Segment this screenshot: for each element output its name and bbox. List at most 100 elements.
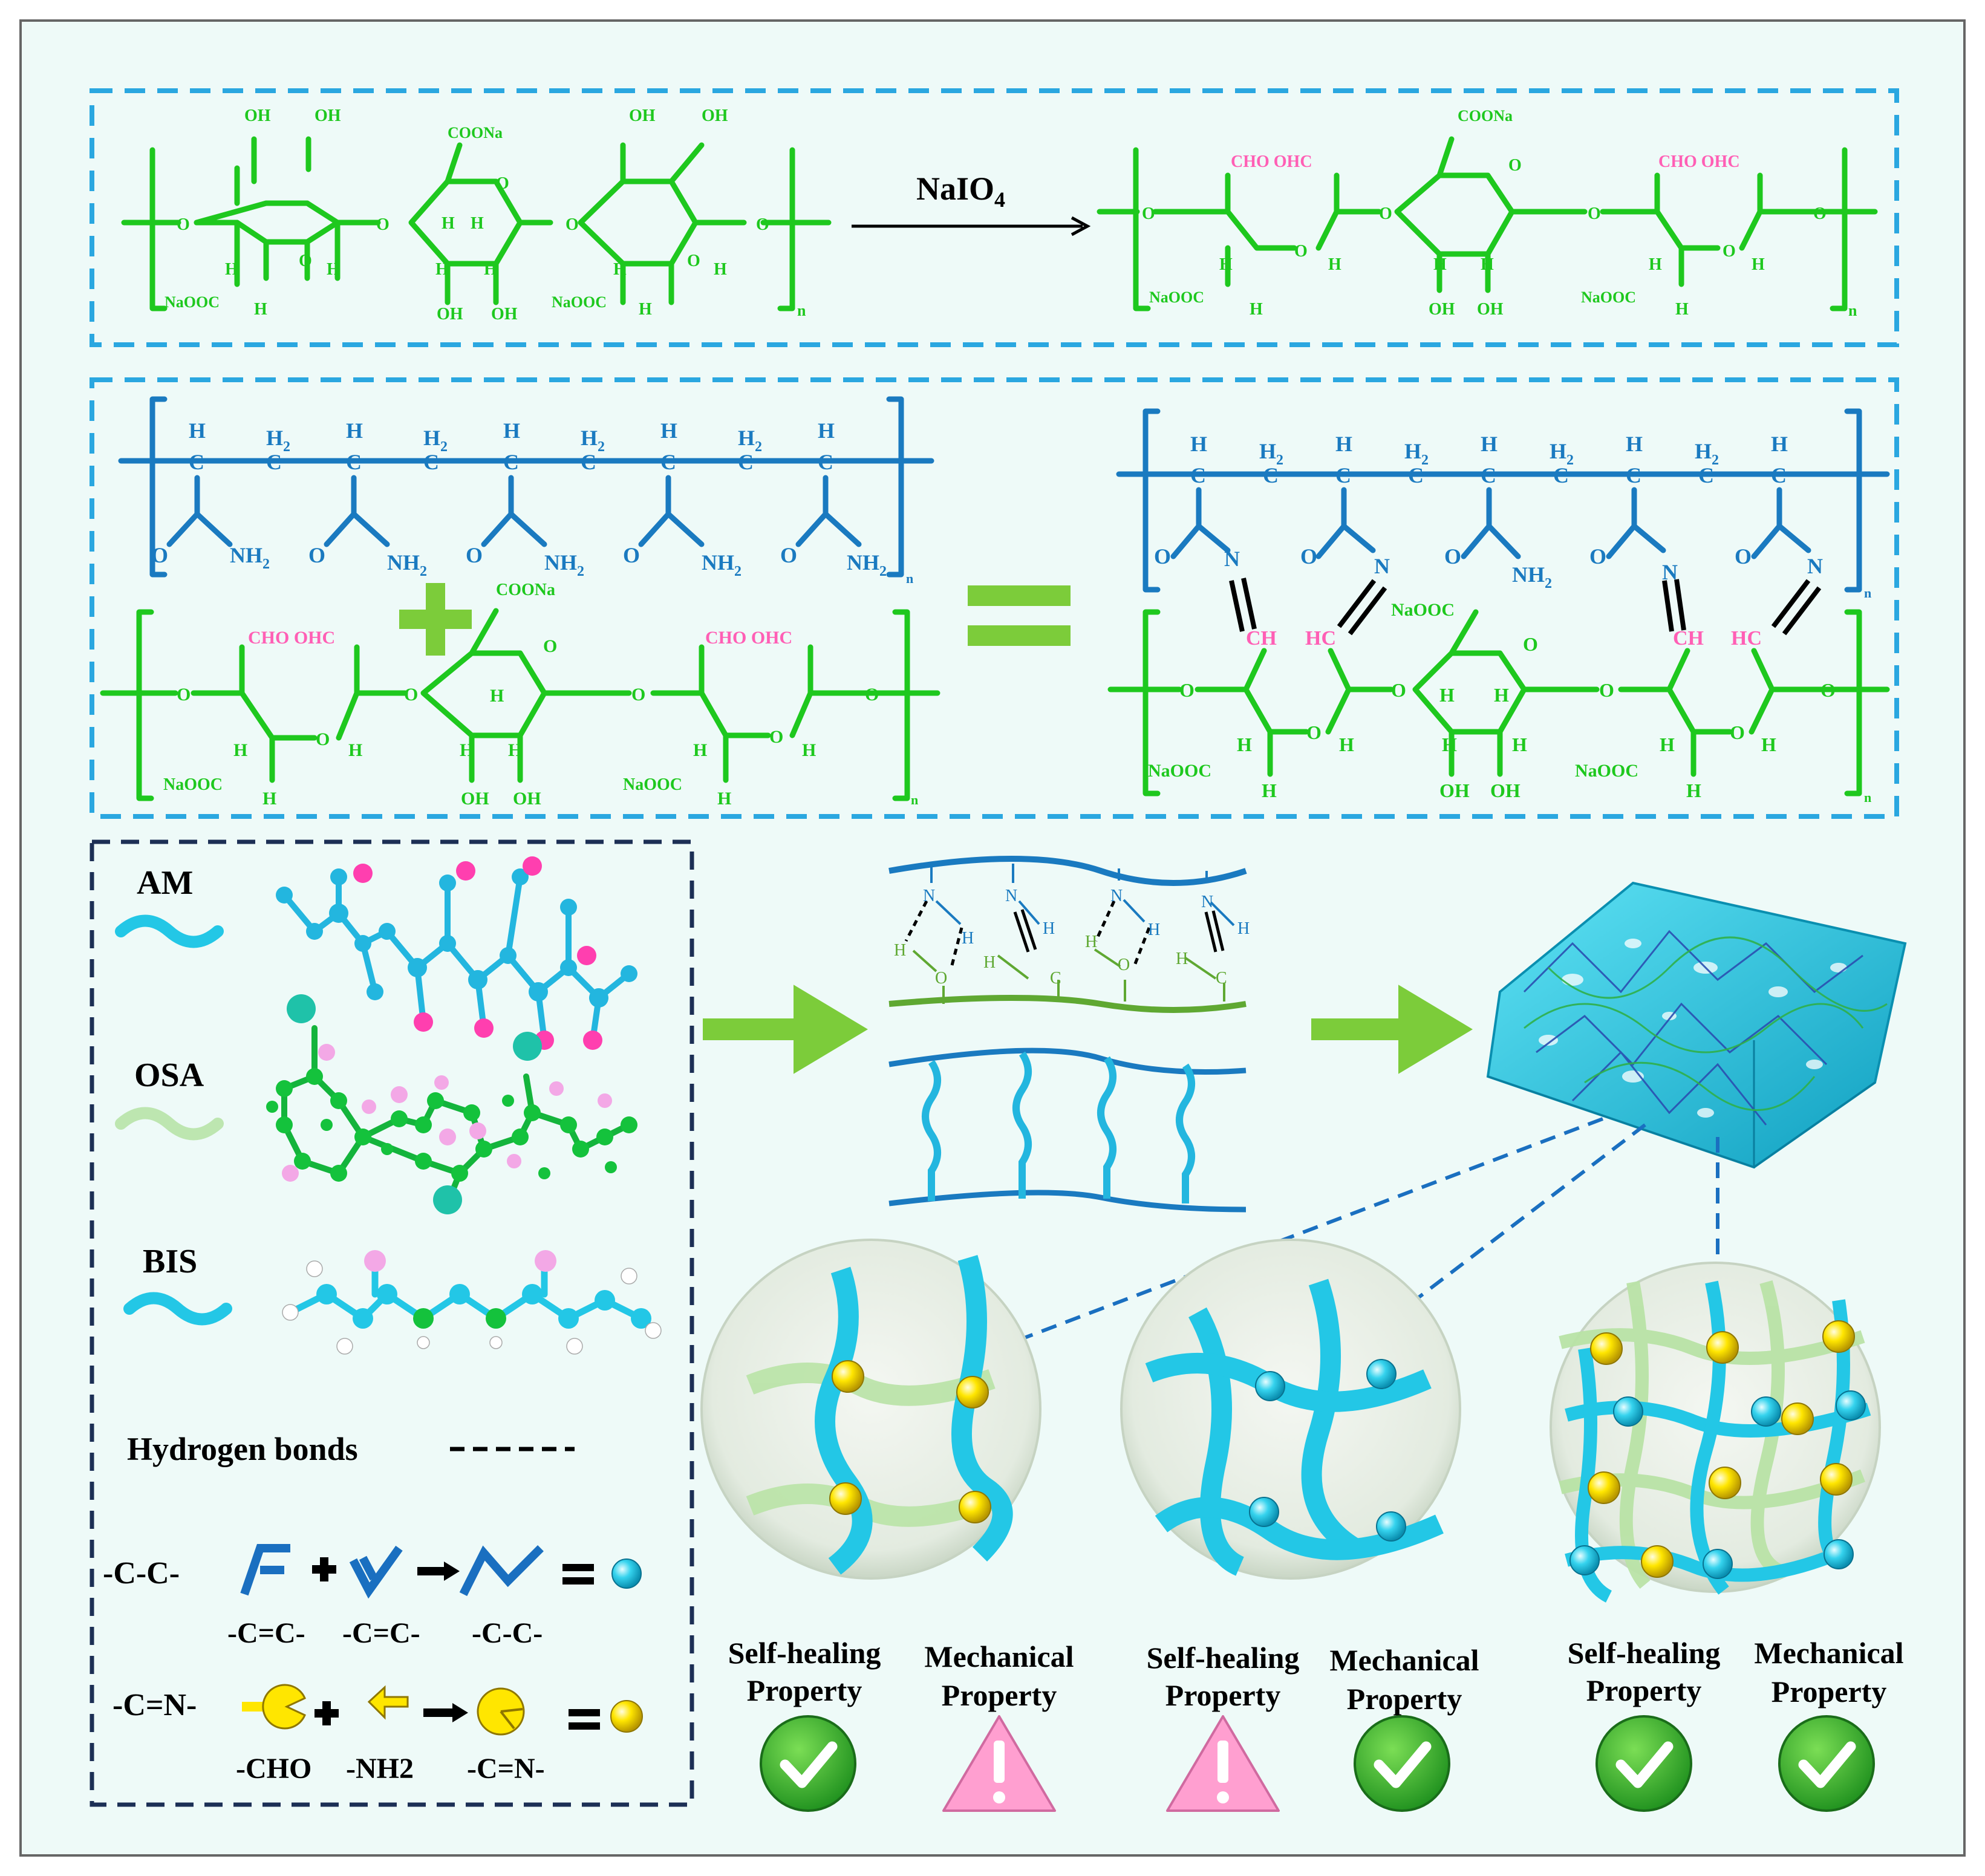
property-label: Property (942, 1678, 1057, 1712)
h-label: H (490, 686, 504, 706)
h2-label: H2 (581, 426, 605, 455)
o-label: O (935, 969, 947, 988)
hc-label: HC (1305, 627, 1336, 650)
o-label: O (404, 685, 418, 705)
o-label: O (1820, 679, 1836, 701)
c-label: C (1335, 463, 1351, 487)
aldehyde-label: CHO OHC (705, 628, 792, 648)
h-label: H (327, 260, 340, 279)
mechanical-label: Mechanical (924, 1640, 1074, 1673)
o-label: O (466, 543, 483, 567)
h-label: H (894, 941, 906, 960)
h-label: H (1176, 949, 1188, 968)
oh-label: OH (1439, 780, 1470, 801)
o-label: O (299, 252, 312, 270)
h-label: H (348, 740, 362, 760)
mechanical-label: Mechanical (1754, 1636, 1903, 1670)
oh-label: OH (1429, 300, 1455, 319)
h-label: H (1686, 780, 1701, 801)
o-label: O (1813, 204, 1827, 223)
c-label: C (1553, 463, 1569, 487)
naooc-label: NaOOC (1575, 761, 1638, 781)
o-label: O (151, 543, 168, 567)
check-icon (761, 1716, 855, 1811)
naooc-label: NaOOC (165, 293, 220, 311)
c-label: C (1481, 463, 1496, 487)
ch-label: CH (1673, 627, 1704, 650)
nh2-label: NH2 (702, 550, 742, 579)
repeat-n: n (1848, 302, 1857, 319)
oh-label: OH (702, 106, 728, 125)
h-label: H (471, 214, 484, 233)
cn-part-label: -C=N- (467, 1753, 545, 1785)
c-label: C (189, 450, 204, 474)
n-atom-label: N (923, 887, 935, 905)
h-label: H (613, 260, 627, 279)
naooc-label: NaOOC (1391, 600, 1455, 620)
cc-part-label: -C=C- (342, 1617, 420, 1649)
h-label: H (1433, 255, 1447, 274)
h-label: H (714, 260, 727, 279)
legend-am-label: AM (137, 864, 193, 902)
o-label: O (1391, 679, 1406, 701)
h-label: H (1481, 432, 1498, 456)
o-label: O (1306, 721, 1322, 743)
repeat-n: n (797, 302, 806, 319)
property-labels: Self-healing Property Mechanical Propert… (728, 1636, 1904, 1716)
h2-label: H2 (1404, 439, 1429, 468)
reaction1-panel (90, 88, 1899, 347)
c-label: C (581, 450, 596, 474)
bis-wave-icon (123, 1292, 232, 1326)
c-label: C (1698, 463, 1714, 487)
c-label: C (1626, 463, 1641, 487)
h-label: H (1043, 919, 1055, 938)
h-label: H (1481, 255, 1494, 274)
cc-crosslink-sphere (611, 1558, 642, 1589)
cc-title: -C-C- (103, 1556, 180, 1591)
h2-label: H2 (1259, 439, 1283, 468)
osa-ball-stick-model (266, 994, 637, 1214)
h-label: H (508, 740, 522, 760)
oh-label: OH (629, 106, 656, 125)
o-label: O (1508, 156, 1522, 175)
n-atom-label: N (1374, 554, 1390, 578)
naooc-label: NaOOC (552, 293, 607, 311)
cn-part-label: -CHO (236, 1753, 311, 1785)
self-healing-label: Self-healing (1568, 1636, 1721, 1670)
h-label: H (1752, 255, 1765, 274)
o-label: O (865, 685, 879, 705)
repeat-n: n (1864, 585, 1871, 601)
h-label: H (1761, 734, 1776, 755)
h-label: H (1675, 300, 1689, 319)
o-label: O (623, 543, 640, 567)
n-atom-label: N (1005, 887, 1017, 905)
cn-title: -C=N- (112, 1688, 197, 1722)
cn-bond-diagram (242, 1684, 643, 1736)
am-ball-stick-model (276, 856, 637, 1050)
property-label: Property (1347, 1682, 1462, 1716)
h-label: H (1439, 684, 1455, 706)
cc-bond-diagram (240, 1544, 642, 1599)
h-label: H (1626, 432, 1643, 456)
arrow-right-icon (703, 985, 868, 1074)
h-label: H (1148, 920, 1160, 939)
o-label: O (1523, 633, 1538, 655)
o-label: O (1735, 544, 1752, 568)
paam-structure: H C H2 C H C H2 C H C H2 C H C H2 C H C … (118, 396, 934, 586)
repeat-n: n (1864, 790, 1871, 805)
check-icon (1597, 1716, 1691, 1811)
osa-structure: O O O O O O O H H H H H H H H H OH OH CO… (100, 581, 940, 809)
h-label: H (442, 214, 455, 233)
o-label: O (1294, 242, 1308, 261)
coona-label: COONa (1458, 107, 1513, 125)
h2-label: H2 (738, 426, 762, 455)
property-label: Property (1772, 1675, 1887, 1708)
h-label: H (717, 789, 731, 809)
o-label: O (1599, 679, 1614, 701)
o-label: O (1379, 204, 1392, 223)
o-label: O (566, 215, 579, 234)
c-label: C (346, 450, 362, 474)
hc-label: HC (1731, 627, 1762, 650)
network-circle-3 (1550, 1262, 1881, 1603)
